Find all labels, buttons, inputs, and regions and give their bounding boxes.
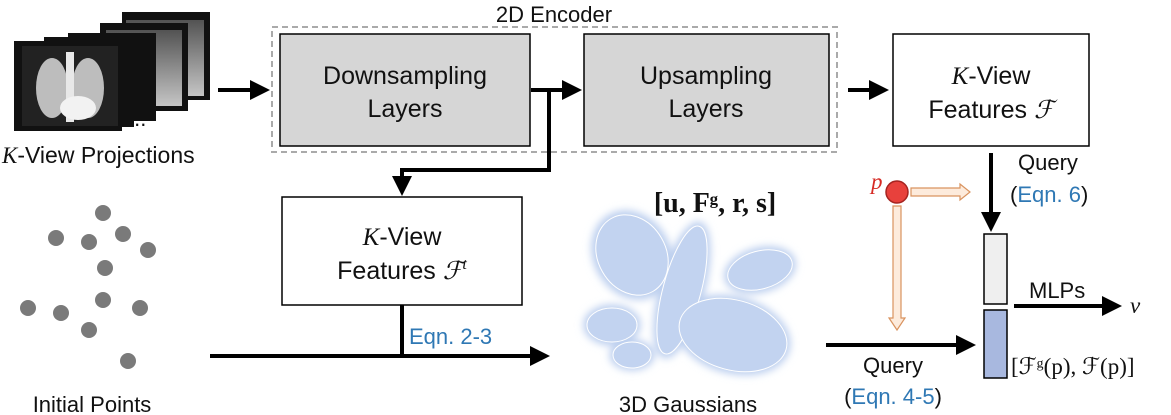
projections-label: K-View Projections [1,142,195,168]
initial-point [120,353,136,369]
initial-points-label: Initial Points [33,392,152,415]
initial-point [97,260,113,276]
query-bottom-eqn: (Eqn. 4-5) [844,384,942,409]
chest-xray-image [22,46,118,126]
encoder-2d: 2D Encoder Downsampling Layers Upsamplin… [271,2,838,153]
mlp-label: MLPs [1029,278,1085,303]
mlp-output: v [1130,293,1141,318]
initial-point [20,300,36,316]
initial-point [95,205,111,221]
gaussian-ellipses [586,214,793,373]
kview-features-t-box: K-View Features ℱt [281,196,523,306]
initial-point [115,226,131,242]
gaussians-label: 3D Gaussians [619,392,757,415]
initial-point [132,300,148,316]
point-p [885,180,909,204]
projection-stack: ... [14,12,210,131]
feature-vector-bottom [983,309,1008,379]
feature-vector-top [983,233,1008,305]
query-top-eqn: (Eqn. 6) [1010,182,1088,207]
initial-point [81,234,97,250]
gaussian-params: [u, Fᵍ, r, s] [654,188,776,219]
upsampling-line2: Layers [668,95,743,123]
upsampling-box [583,33,830,147]
initial-point [140,242,156,258]
concat-label: [ℱᵍ(p), ℱ(p)] [1011,354,1135,379]
kview-features-line2: Features ℱ [928,96,1058,124]
kview-features-t-line1: K-View [362,223,443,251]
downsampling-box [279,33,531,147]
initial-point [48,230,64,246]
initial-points [20,205,156,369]
downsampling-line2: Layers [367,95,442,123]
downsampling-line1: Downsampling [323,62,487,90]
kview-features-box: K-View Features ℱ [892,33,1090,147]
initial-point [53,305,69,321]
arrow-p-down [887,205,907,332]
point-p-label: p [869,169,883,194]
query-top-label: Query [1018,150,1078,175]
arrow-encoder-to-features-t [392,90,551,196]
kview-features-t-line2: Features ℱt [337,256,467,285]
kview-features-line1: K-View [951,62,1032,90]
eqn-2-3-link[interactable]: Eqn. 2-3 [409,324,492,349]
projection-ellipsis: ... [128,106,146,131]
encoder-title: 2D Encoder [496,2,612,27]
arrow-p-right [910,182,971,202]
initial-point [95,292,111,308]
query-bottom-label: Query [863,353,923,378]
upsampling-line1: Upsampling [640,62,772,90]
initial-point [81,322,97,338]
encoder-dashed-border [271,26,838,153]
